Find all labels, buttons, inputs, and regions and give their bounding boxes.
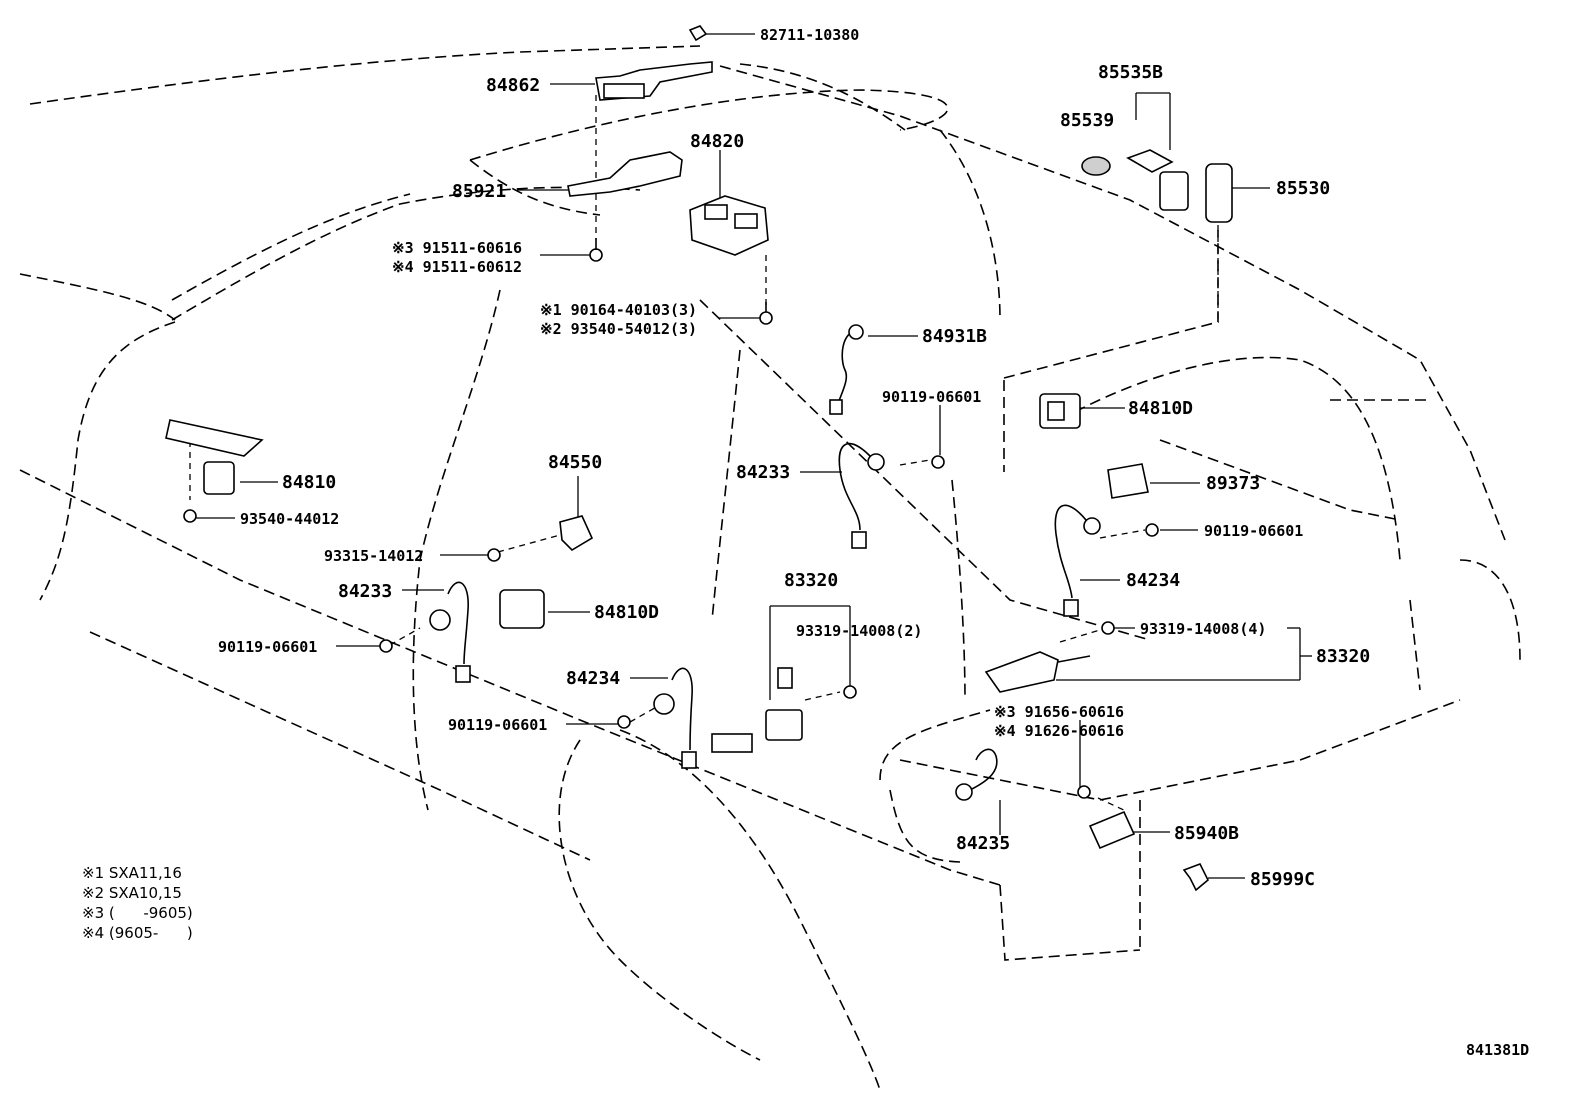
part-90119-screw-c	[379, 639, 393, 653]
part-84810D-switch-r	[1039, 393, 1081, 429]
label-84931B: 84931B	[922, 326, 987, 347]
part-84810D-switch-l	[499, 589, 545, 629]
part-91656-screw	[1077, 785, 1091, 799]
label-83320-right: 83320	[1316, 646, 1370, 667]
label-93319-14008-right: 93319-14008(4)	[1140, 620, 1266, 638]
label-84233-center: 84233	[736, 462, 790, 483]
part-93319-screw-c	[843, 685, 857, 699]
label-91511-60616: ※3 91511-60616	[392, 239, 522, 257]
label-90119-06601-a: 90119-06601	[882, 388, 981, 406]
part-85539-cap	[1081, 156, 1111, 176]
label-91511-60612: ※4 91511-60612	[392, 258, 522, 276]
label-84233-left: 84233	[338, 581, 392, 602]
footnote-2: ※2 SXA10,15	[82, 884, 182, 902]
label-89373: 89373	[1206, 473, 1260, 494]
part-84862-switch	[595, 61, 713, 101]
label-85999C: 85999C	[1250, 869, 1315, 890]
label-93319-14008-center: 93319-14008(2)	[796, 622, 922, 640]
part-91511-screw	[589, 238, 603, 262]
label-93540-54012: ※2 93540-54012(3)	[540, 320, 697, 338]
assembly-lines	[189, 95, 1219, 813]
part-labels: 82711-10380 84862 84820 85921 ※3 91511-6…	[218, 26, 1370, 890]
footnotes: ※1 SXA11,16 ※2 SXA10,15 ※3 ( -9605) ※4 (…	[82, 864, 193, 942]
label-84234-right: 84234	[1126, 570, 1180, 591]
label-85539: 85539	[1060, 110, 1114, 131]
label-84862: 84862	[486, 75, 540, 96]
part-82711-clip	[688, 25, 708, 42]
leader-lines	[192, 33, 1312, 879]
label-84235: 84235	[956, 833, 1010, 854]
label-84820: 84820	[690, 131, 744, 152]
label-84810D-left: 84810D	[594, 602, 659, 623]
part-84234-wire-r	[1054, 504, 1101, 617]
part-90119-screw-d	[617, 715, 631, 729]
label-90119-06601-b: 90119-06601	[1204, 522, 1303, 540]
label-84810D-right: 84810D	[1128, 398, 1193, 419]
part-85940B-module	[1088, 810, 1136, 850]
label-90119-06601-d: 90119-06601	[448, 716, 547, 734]
label-84234-center: 84234	[566, 668, 620, 689]
part-84810-switch	[203, 461, 235, 495]
part-85921-lamp	[567, 151, 683, 197]
footnote-4: ※4 (9605- )	[82, 924, 193, 942]
label-90164-40103: ※1 90164-40103(3)	[540, 301, 697, 319]
part-85530-lighter	[1205, 163, 1233, 223]
part-93315-screw	[487, 548, 501, 562]
footnote-3: ※3 ( -9605)	[82, 904, 193, 922]
label-90119-06601-c: 90119-06601	[218, 638, 317, 656]
label-93315-14012: 93315-14012	[324, 547, 423, 565]
part-93319-screw-r	[1101, 621, 1115, 635]
part-84234-wire-c	[653, 667, 697, 769]
label-84550: 84550	[548, 452, 602, 473]
part-84820-switch-assy	[689, 195, 769, 256]
label-85535B: 85535B	[1098, 62, 1163, 83]
diagram-code: 841381D	[1466, 1041, 1529, 1059]
part-84235-wire	[955, 748, 998, 801]
part-85999C-clamp	[1182, 862, 1209, 892]
part-84233-wire-l	[429, 581, 471, 683]
part-90119-screw-a	[931, 455, 945, 469]
label-85530: 85530	[1276, 178, 1330, 199]
part-93540-screw	[183, 509, 197, 523]
label-85921: 85921	[452, 181, 506, 202]
part-90119-screw-b	[1145, 523, 1159, 537]
label-83320-center: 83320	[784, 570, 838, 591]
label-82711-10380: 82711-10380	[760, 26, 859, 44]
part-84550-relay	[559, 515, 594, 552]
label-93540-44012: 93540-44012	[240, 510, 339, 528]
footnote-1: ※1 SXA11,16	[82, 864, 182, 882]
part-90164-screw	[759, 302, 773, 325]
part-84233-wire-c	[838, 442, 885, 549]
label-91656-60616: ※3 91656-60616	[994, 703, 1124, 721]
part-85535B-socket	[1126, 149, 1189, 211]
part-84931B-wire	[829, 324, 864, 415]
part-83320-sensor-r	[984, 651, 1091, 693]
label-84810: 84810	[282, 472, 336, 493]
label-91626-60616: ※4 91626-60616	[994, 722, 1124, 740]
part-84810-bracket	[165, 419, 264, 457]
label-85940B: 85940B	[1174, 823, 1239, 844]
part-83320-sensor-c	[711, 667, 803, 753]
vehicle-body-outline	[19, 45, 1521, 1091]
part-89373-module	[1107, 463, 1149, 499]
